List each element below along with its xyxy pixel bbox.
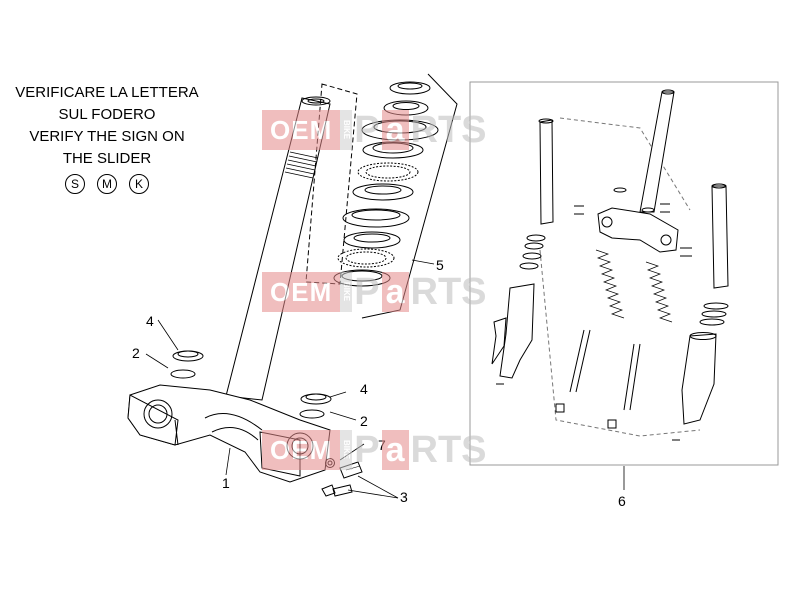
callout-4-right: 4 [360,381,368,397]
size-badge-k: K [129,174,149,194]
callout-5: 5 [436,257,444,273]
size-badge-m: M [97,174,117,194]
fork-kit-frame [469,81,779,466]
yoke-bolts [321,458,363,497]
size-badge-s: S [65,174,85,194]
note-line-3: VERIFY THE SIGN ON [29,128,185,145]
right-dust-seal [299,393,332,419]
fork-kit-parts [491,89,729,441]
left-dust-seal [170,350,204,379]
callout-2-right: 2 [360,413,368,429]
callout-6: 6 [618,493,626,509]
lower-fork-yoke [127,384,331,483]
callout-7: 7 [378,437,386,453]
note-line-4: THE SLIDER [62,150,152,167]
callout-1: 1 [222,475,230,491]
callout-3: 3 [400,489,408,505]
note-line-2: SUL FODERO [58,106,156,123]
slider-sign-note: VERIFICARE LA LETTERA SUL FODERO VERIFY … [0,82,214,194]
callout-2-left: 2 [132,345,140,361]
bearing-stack [333,81,439,287]
size-badges: S M K [0,174,214,194]
callout-4-left: 4 [146,313,154,329]
note-line-1: VERIFICARE LA LETTERA [15,84,199,101]
steering-stem-tube [225,96,331,401]
